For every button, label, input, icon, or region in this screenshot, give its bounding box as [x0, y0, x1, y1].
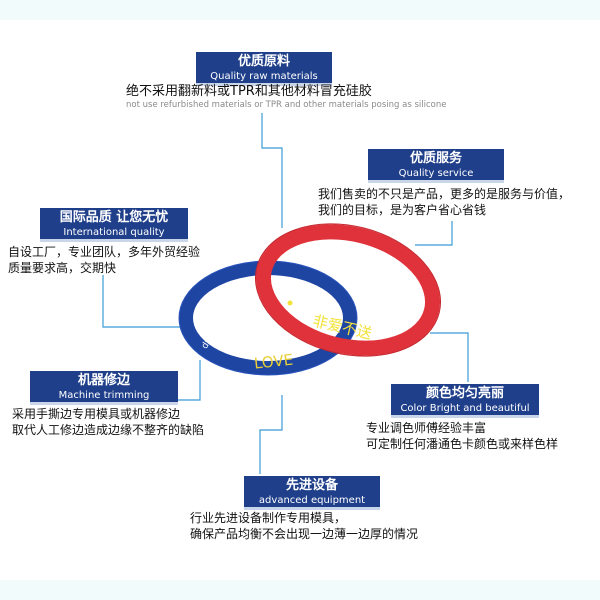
label-color-en: Color Bright and beautiful	[400, 403, 530, 414]
desc-trimming-line2: 取代人工修边造成边缘不整齐的缺陷	[12, 423, 205, 437]
desc-international-line2: 质量要求高，交期快	[8, 261, 117, 275]
label-raw-materials-zh: 优质原料	[237, 54, 290, 69]
label-international-en: International quality	[63, 227, 165, 238]
label-raw-materials-en: Quality raw materials	[210, 71, 318, 82]
label-equipment-zh: 先进设备	[285, 478, 338, 493]
desc-equipment-line1: 行业先进设备制作专用模具，	[190, 511, 347, 525]
label-raw-materials: 优质原料 Quality raw materials	[196, 52, 332, 86]
label-international: 国际品质 让您无忧 International quality	[40, 208, 188, 242]
desc-raw-materials: 绝不采用翻新料或TPR和其他材料冒充硅胶	[126, 84, 372, 99]
desc-color-line2: 可定制任何潘通色卡颜色或来样色样	[366, 437, 559, 451]
connector-raw-materials	[261, 113, 283, 228]
connector-service	[415, 221, 453, 246]
label-color: 颜色均匀亮丽 Color Bright and beautiful	[391, 384, 539, 418]
blue-band-small-text: dyhcom	[200, 315, 228, 351]
label-service: 优质服务 Quality service	[368, 149, 504, 183]
red-wristband	[255, 224, 441, 356]
desc-international-line1: 自设工厂，专业团队，多年外贸经验	[8, 245, 201, 259]
label-international-zh: 国际品质 让您无忧	[59, 210, 169, 225]
label-service-en: Quality service	[398, 168, 474, 179]
label-trimming-en: Machine trimming	[58, 390, 150, 401]
desc-service-line2: 我们的目标，是为客户省心省钱	[318, 203, 487, 217]
label-equipment: 先进设备 advanced equipment	[244, 476, 380, 510]
label-color-zh: 颜色均匀亮丽	[425, 386, 504, 401]
label-service-zh: 优质服务	[409, 151, 462, 166]
sub-raw-materials: not use refurbished materials or TPR and…	[126, 100, 447, 110]
label-trimming: 机器修边 Machine trimming	[30, 371, 178, 405]
label-trimming-zh: 机器修边	[77, 373, 130, 388]
desc-equipment-line2: 确保产品均衡不会出现一边薄一边厚的情况	[190, 527, 419, 541]
desc-color-line1: 专业调色师傅经验丰富	[366, 421, 487, 435]
red-band-dot	[287, 300, 293, 306]
desc-service-line1: 我们售卖的不只是产品，更多的是服务与价值，	[318, 187, 571, 201]
connector-color	[430, 332, 469, 382]
blue-band-text: LOVE	[253, 351, 294, 373]
connector-equipment	[259, 395, 283, 474]
label-equipment-en: advanced equipment	[258, 495, 366, 506]
desc-trimming-line1: 采用手撕边专用模具或机器修边	[12, 407, 181, 421]
connector-international	[102, 275, 192, 328]
